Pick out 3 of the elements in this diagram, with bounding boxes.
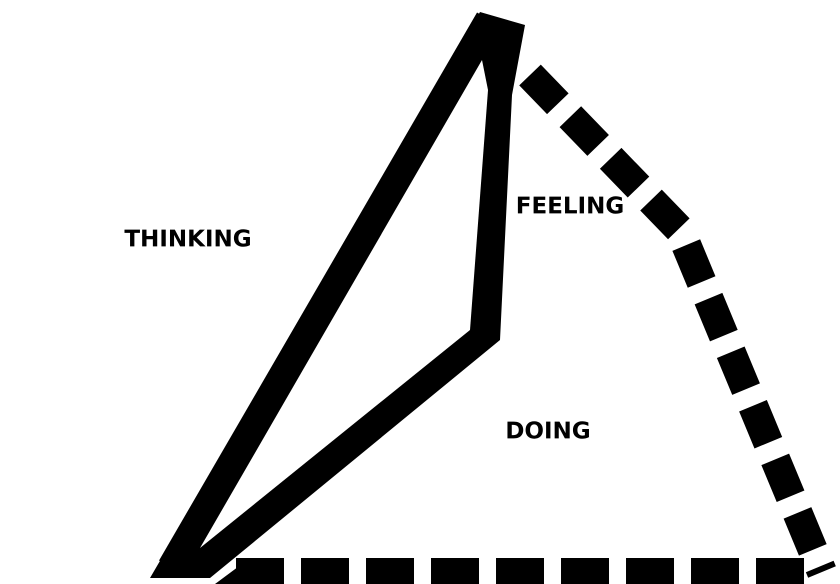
text-label: FEELING bbox=[518, 196, 623, 214]
text-label: DOING bbox=[507, 421, 589, 439]
text-label: THINKING bbox=[124, 229, 250, 247]
